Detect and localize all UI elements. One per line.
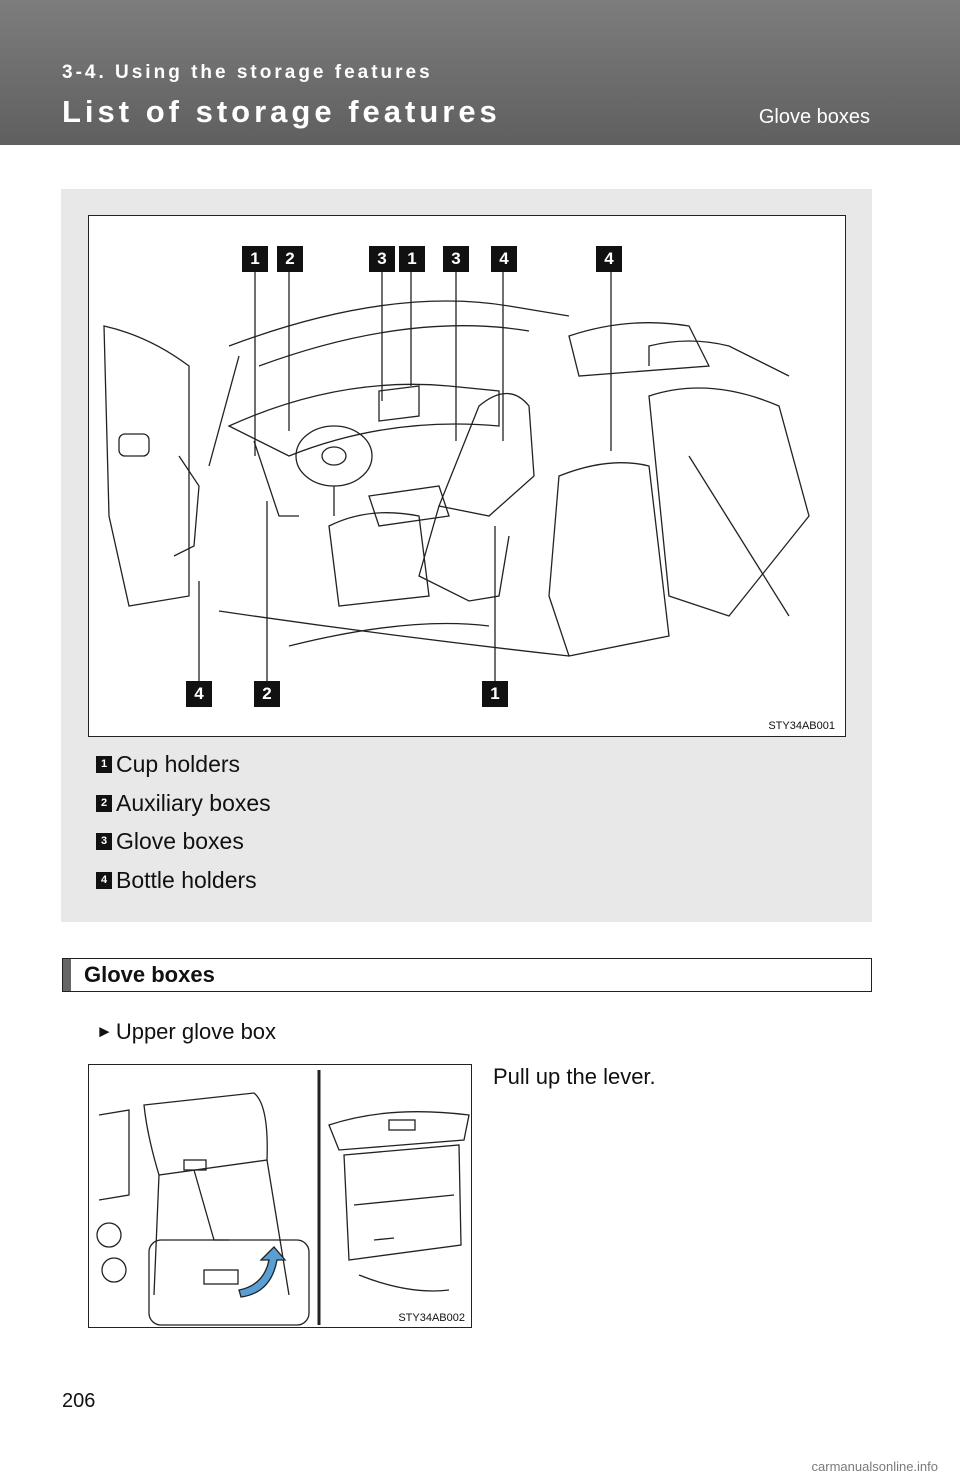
heading-accent-bar	[63, 959, 71, 991]
marker-1: 1	[399, 246, 425, 272]
page-number: 206	[62, 1390, 95, 1413]
section-heading: Glove boxes	[62, 958, 872, 992]
legend-label: Bottle holders	[116, 867, 257, 894]
legend-item: 2 Auxiliary boxes	[96, 784, 271, 823]
legend-label: Glove boxes	[116, 828, 244, 855]
glove-box-illustration: STY34AB002	[88, 1064, 472, 1328]
marker-3: 3	[443, 246, 469, 272]
bullet-item: ► Upper glove box	[96, 1019, 276, 1045]
figure-code: STY34AB002	[398, 1312, 465, 1324]
legend-number: 4	[96, 872, 112, 889]
instruction-text: Pull up the lever.	[493, 1064, 656, 1090]
legend-number: 3	[96, 833, 112, 850]
legend-number: 2	[96, 795, 112, 812]
legend: 1 Cup holders 2 Auxiliary boxes 3 Glove …	[96, 745, 271, 900]
figure-code: STY34AB001	[768, 720, 835, 732]
page-title: List of storage features	[62, 94, 501, 130]
marker-3: 3	[369, 246, 395, 272]
page-subtitle: Glove boxes	[759, 106, 870, 129]
marker-4: 4	[186, 681, 212, 707]
section-heading-text: Glove boxes	[84, 962, 215, 988]
legend-number: 1	[96, 756, 112, 773]
legend-label: Auxiliary boxes	[116, 790, 271, 817]
marker-2: 2	[277, 246, 303, 272]
marker-1: 1	[242, 246, 268, 272]
marker-1: 1	[482, 681, 508, 707]
legend-label: Cup holders	[116, 751, 240, 778]
section-label: 3-4. Using the storage features	[62, 62, 433, 84]
legend-item: 4 Bottle holders	[96, 861, 271, 900]
marker-2: 2	[254, 681, 280, 707]
car-interior-illustration: 1 2 3 1 3 4 4 4 2 1 STY34AB001	[88, 215, 846, 737]
legend-item: 1 Cup holders	[96, 745, 271, 784]
triangle-bullet-icon: ►	[96, 1022, 113, 1042]
legend-item: 3 Glove boxes	[96, 822, 271, 861]
watermark: carmanualsonline.info	[812, 1459, 938, 1474]
marker-4: 4	[596, 246, 622, 272]
marker-4: 4	[491, 246, 517, 272]
page-header: 3-4. Using the storage features List of …	[0, 0, 960, 145]
bullet-text: Upper glove box	[116, 1019, 276, 1045]
